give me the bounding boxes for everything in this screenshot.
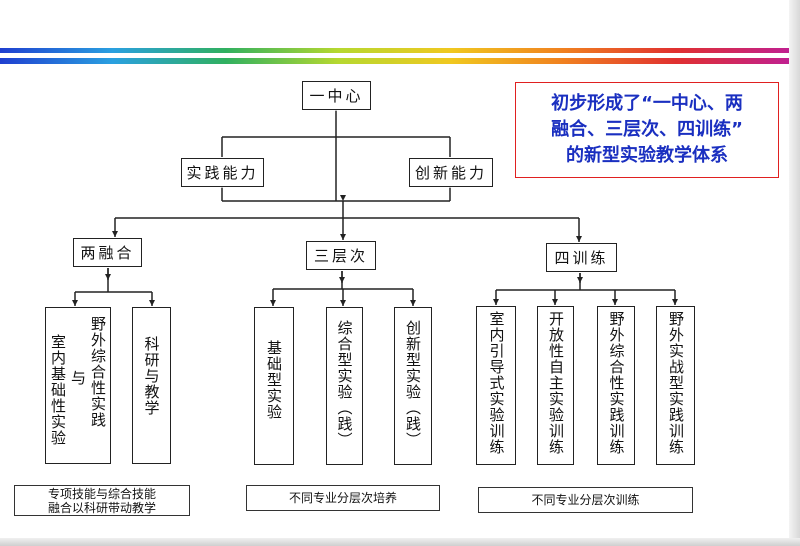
note-fusion: 专项技能与综合技能 融合以科研带动教学 [14, 485, 190, 516]
branch-three-levels: 三层次 [306, 241, 376, 270]
leaf-field-comprehensive-training: 野外综合性实践训练 [597, 306, 635, 465]
leaf-comprehensive-experiment-text: 综合型实验（践） [335, 320, 354, 448]
leaf-field-comprehensive-training-text: 野外综合性实践训练 [607, 311, 626, 455]
leaf-field-combat-training: 野外实战型实践训练 [656, 306, 695, 465]
note-four-trainings-text: 不同专业分层次训练 [531, 493, 640, 507]
leaf-indoor-guided-training: 室内引导式实验训练 [476, 306, 516, 465]
center-node: 一中心 [302, 81, 371, 110]
header-band-bottom [0, 58, 789, 64]
note-three-levels: 不同专业分层次培养 [246, 485, 440, 511]
branch-four-trainings: 四训练 [546, 243, 617, 272]
leaf-indoor-field-fusion: 野外综合性实践 与 室内基础性实验 [45, 307, 111, 464]
leaf-innovative-experiment: 创新型实验（践） [394, 307, 432, 465]
leaf-indoor-basic-text: 室内基础性实验 [49, 334, 67, 446]
note-three-levels-text: 不同专业分层次培养 [288, 491, 397, 505]
leaf-basic-experiment: 基础型实验 [254, 307, 294, 465]
note-fusion-line-1: 专项技能与综合技能 [47, 486, 156, 501]
leaf-comprehensive-experiment: 综合型实验（践） [326, 307, 363, 465]
note-four-trainings: 不同专业分层次训练 [478, 487, 693, 513]
leaf-field-practice-text: 野外综合性实践 [89, 316, 107, 428]
summary-callout: 初步形成了“一中心、两 融合、三层次、四训练” 的新型实验教学体系 [515, 82, 779, 178]
leaf-and-text: 与 [69, 370, 87, 386]
callout-line-3: 的新型实验教学体系 [566, 145, 728, 166]
leaf-research-teaching: 科研与教学 [132, 307, 171, 464]
leaf-open-autonomous-training: 开放性自主实验训练 [537, 306, 574, 465]
callout-line-1: 初步形成了“一中心、两 [551, 93, 743, 114]
header-band-top [0, 48, 789, 53]
page-edge [789, 0, 800, 546]
practice-ability-node: 实践能力 [181, 158, 264, 187]
page-edge-bottom [0, 538, 800, 546]
leaf-innovative-experiment-text: 创新型实验（践） [404, 320, 422, 448]
leaf-research-teaching-text: 科研与教学 [142, 336, 161, 416]
innovation-ability-node: 创新能力 [409, 158, 493, 187]
note-fusion-line-2: 融合以科研带动教学 [47, 500, 156, 515]
leaf-field-combat-training-text: 野外实战型实践训练 [667, 311, 685, 455]
leaf-basic-experiment-text: 基础型实验 [265, 340, 283, 420]
leaf-indoor-guided-training-text: 室内引导式实验训练 [487, 311, 506, 455]
leaf-open-autonomous-training-text: 开放性自主实验训练 [547, 311, 565, 455]
callout-line-2: 融合、三层次、四训练” [551, 119, 743, 140]
branch-two-fusion: 两融合 [73, 238, 142, 267]
